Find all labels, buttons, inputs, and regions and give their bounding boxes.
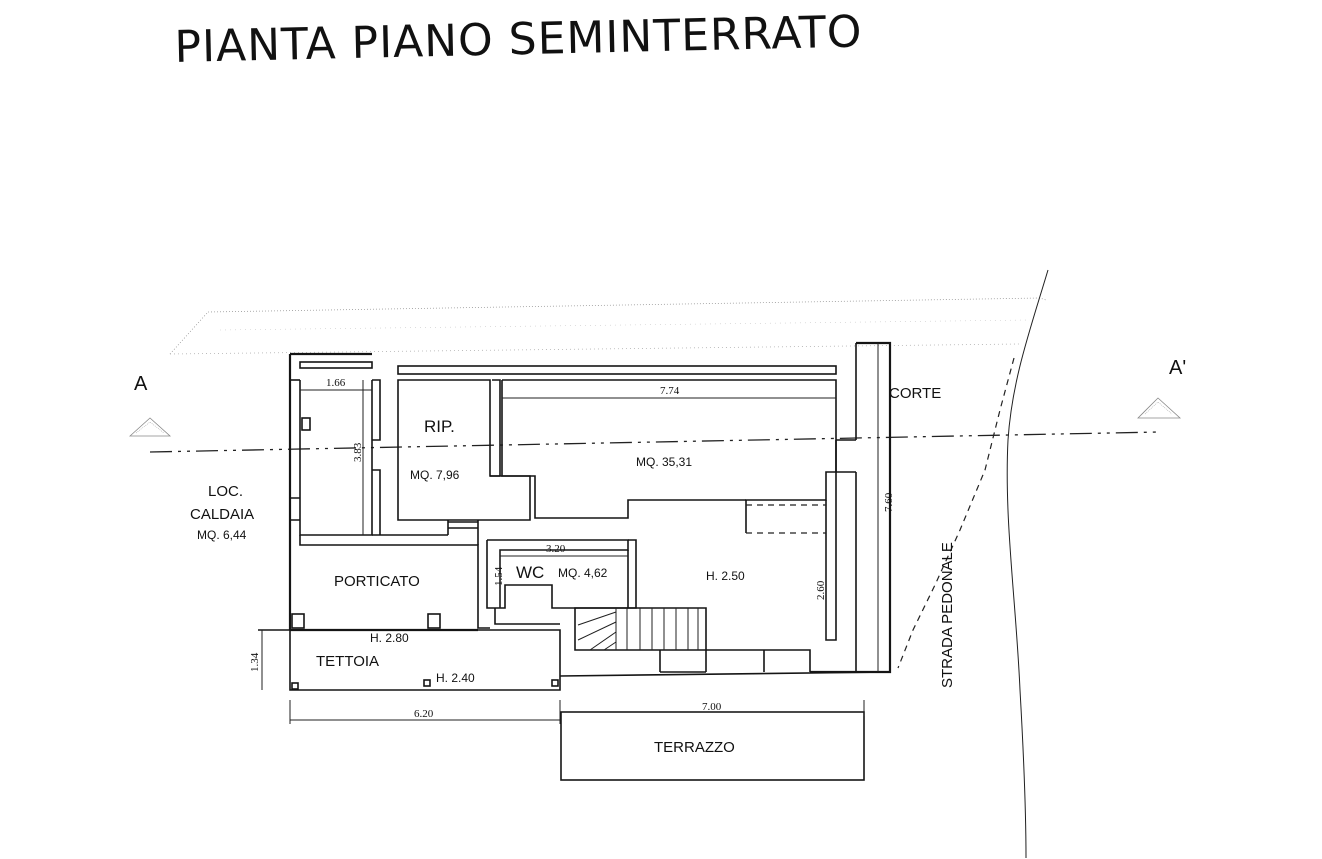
dim-main-width: 7.74: [660, 385, 680, 397]
rip-room-walls: [397, 379, 531, 521]
wc-area: MQ. 4,62: [558, 566, 608, 580]
dim-tettoia-depth: 1.34: [249, 652, 261, 672]
main-area: MQ. 35,31: [636, 455, 692, 469]
porticato-walls: [291, 520, 490, 629]
dim-corte-depth: 7.60: [883, 492, 895, 512]
rip-label: RIP.: [424, 417, 455, 436]
section-marker-left-icon: [128, 417, 172, 437]
tettoia-height-2: H. 2.40: [436, 671, 475, 685]
dim-stair-depth: 2.60: [815, 580, 827, 600]
corte-label: CORTE: [889, 385, 941, 402]
staircase: [574, 607, 811, 673]
terrazzo-label: TERRAZZO: [654, 739, 735, 756]
tettoia-label: TETTOIA: [316, 653, 379, 670]
dim-wc-depth: 1.54: [493, 566, 505, 586]
main-height: H. 2.50: [706, 569, 745, 583]
dim-front-left: 6.20: [414, 708, 434, 720]
dimension-lines: [261, 343, 879, 724]
loc-label: LOC.: [208, 483, 243, 500]
road-boundary-line: [1006, 269, 1049, 859]
dim-caldaia-depth: 3.83: [352, 442, 364, 462]
tettoia-height-1: H. 2.80: [370, 631, 409, 645]
section-axis-line: [149, 431, 1161, 453]
tettoia-walls: [258, 628, 891, 691]
right-column: [825, 472, 837, 641]
dim-front-right: 7.00: [702, 701, 722, 713]
caldaia-room-walls: [290, 379, 381, 536]
dim-caldaia-width: 1.66: [326, 377, 346, 389]
wc-label: WC: [516, 563, 544, 582]
section-marker-right-icon: [1137, 397, 1182, 419]
road-dashed-line: [897, 357, 1015, 669]
rip-area: MQ. 7,96: [410, 468, 460, 482]
caldaia-label: CALDAIA: [190, 506, 254, 523]
section-label-left: A: [134, 373, 148, 395]
caldaia-area: MQ. 6,44: [197, 528, 247, 542]
dim-wc-width: 3.20: [546, 543, 566, 555]
section-label-right: A': [1169, 357, 1186, 379]
porticato-label: PORTICATO: [334, 573, 420, 590]
terrain-band: [169, 297, 1047, 355]
main-room-walls: [501, 379, 837, 534]
strada-label: STRADA PEDONALE: [939, 542, 956, 688]
